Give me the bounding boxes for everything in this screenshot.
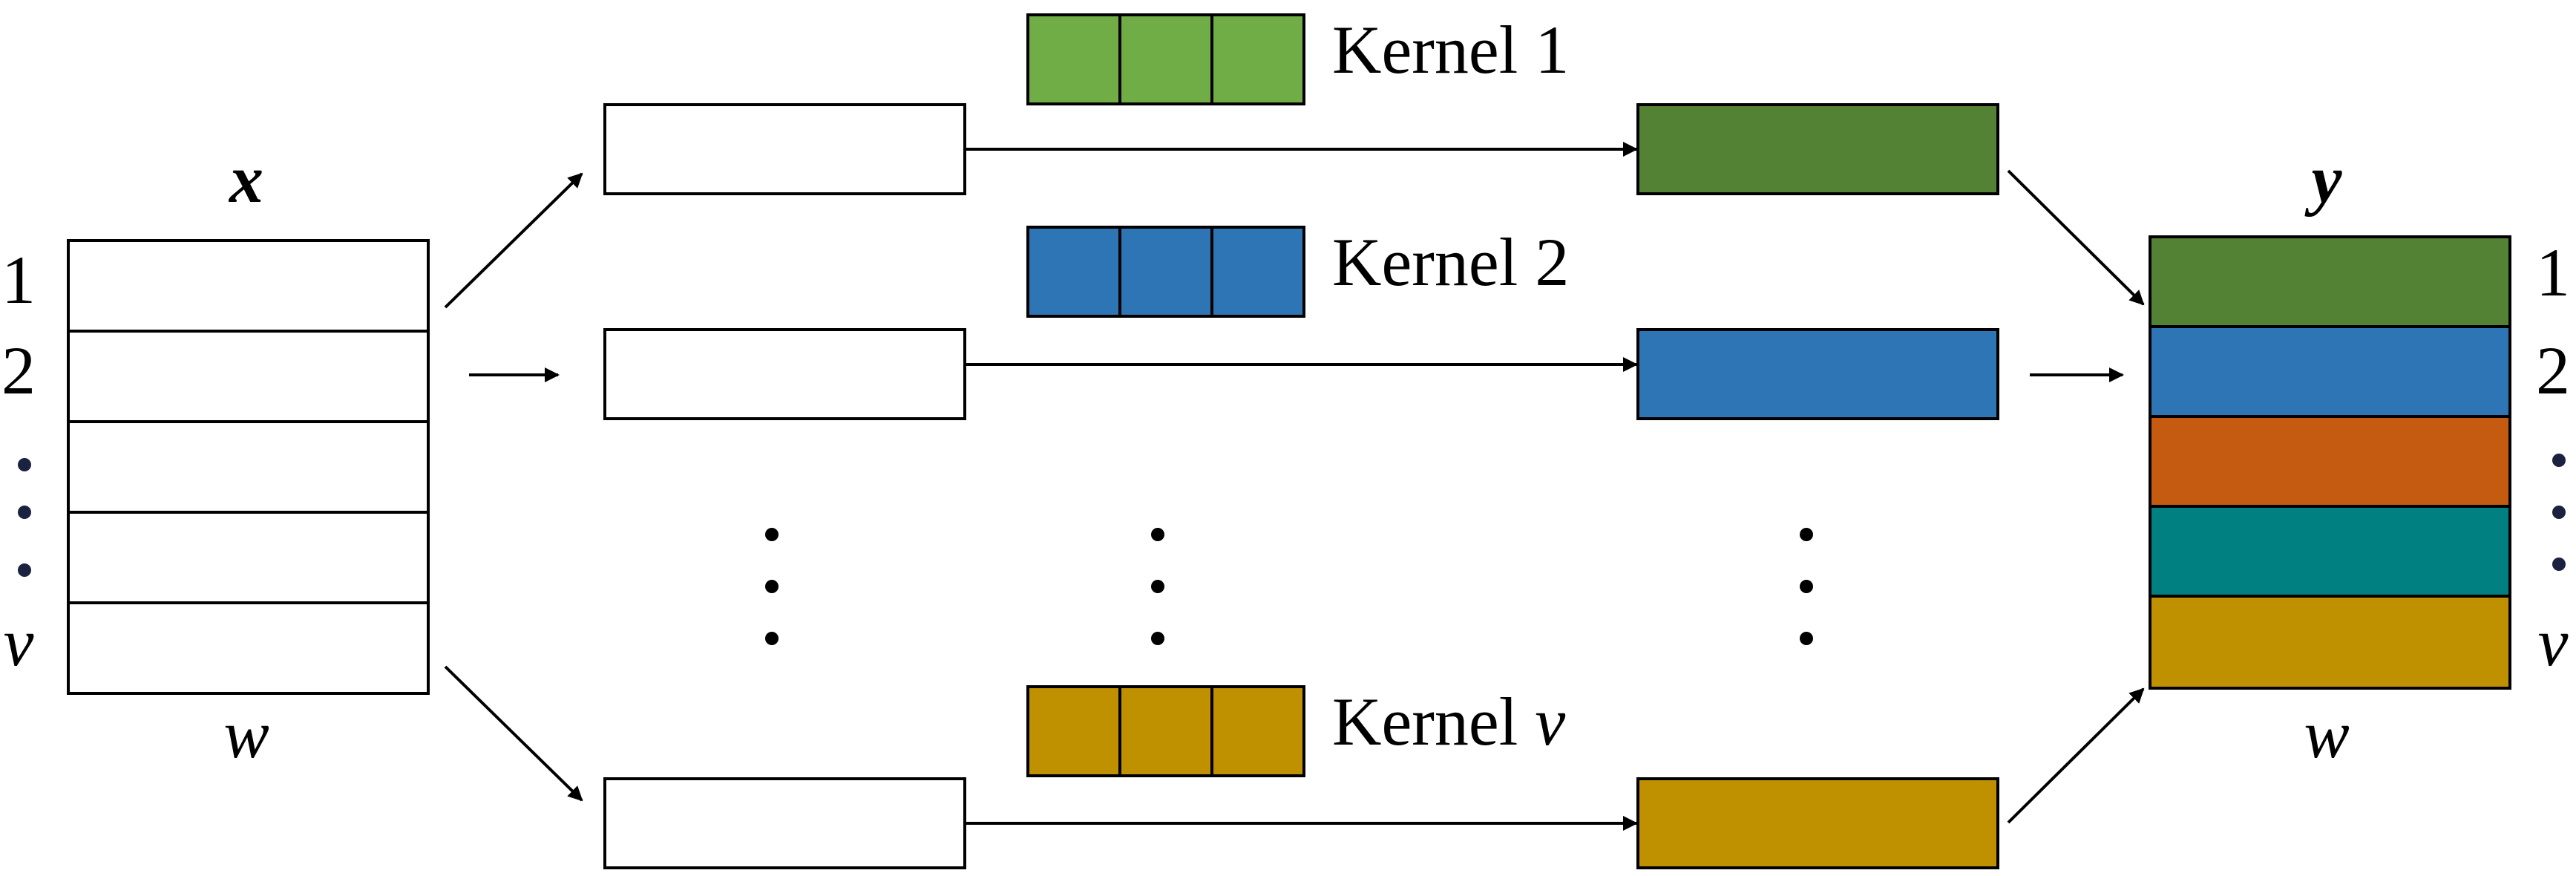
kernel-2-label: Kernel 2 [1332,224,1569,300]
arrow-from-branch-1 [2007,169,2145,306]
input-matrix: x 1 2 v w [1,141,430,772]
kernel-1-cell [1210,13,1305,105]
kernel-v: Kernel v [1026,684,1565,777]
input-matrix-frame [67,239,430,695]
kernel-1-cell [1026,13,1121,105]
output-row-2 [2149,325,2511,418]
input-row-label: v [4,604,34,680]
kernel-2-cell [1210,226,1305,318]
kernel-2-cell [1118,226,1213,318]
branch-input-1 [603,103,966,195]
output-matrix: y 1 2 v w [2149,141,2570,772]
kernel-2-cell [1026,226,1121,318]
branch-output-1 [1636,103,1999,195]
arrow-to-branch-1 [444,172,583,309]
branch-output-v [1636,777,1999,869]
arrow-from-branch-v [2007,687,2145,824]
output-row-v [2149,595,2511,690]
output-row-3 [2149,415,2511,508]
output-row-label: v [2538,604,2569,680]
input-row-ellipsis [18,458,31,577]
output-row-label: 1 [2536,235,2570,310]
kernel-v-label: Kernel v [1332,684,1565,759]
kernel-1: Kernel 1 [1026,12,1569,105]
output-row-1 [2149,235,2511,328]
output-width-label: w [2304,696,2349,772]
output-row-ellipsis [2552,454,2566,571]
kernel-1-cell [1118,13,1213,105]
branch-ellipsis [765,528,779,645]
branch-output-2 [1636,328,1999,420]
kernel-v-cell [1026,685,1121,777]
output-symbol: y [2304,141,2343,217]
branch-input-2 [603,328,966,420]
output-row-4 [2149,505,2511,598]
kernel-2: Kernel 2 [1026,224,1569,318]
input-row-label: 1 [1,242,36,318]
kernel-v-cell [1118,685,1213,777]
kernel-ellipsis [1151,528,1164,645]
input-width-label: w [223,696,269,772]
kernel-v-cell [1210,685,1305,777]
output-row-label: 2 [2536,333,2570,408]
input-symbol: x [228,141,263,217]
kernel-1-label: Kernel 1 [1332,12,1569,88]
arrow-to-branch-v [444,665,583,802]
input-row-label: 2 [1,333,36,408]
output-ellipsis [1800,528,1813,645]
branch-input-v [603,777,966,869]
